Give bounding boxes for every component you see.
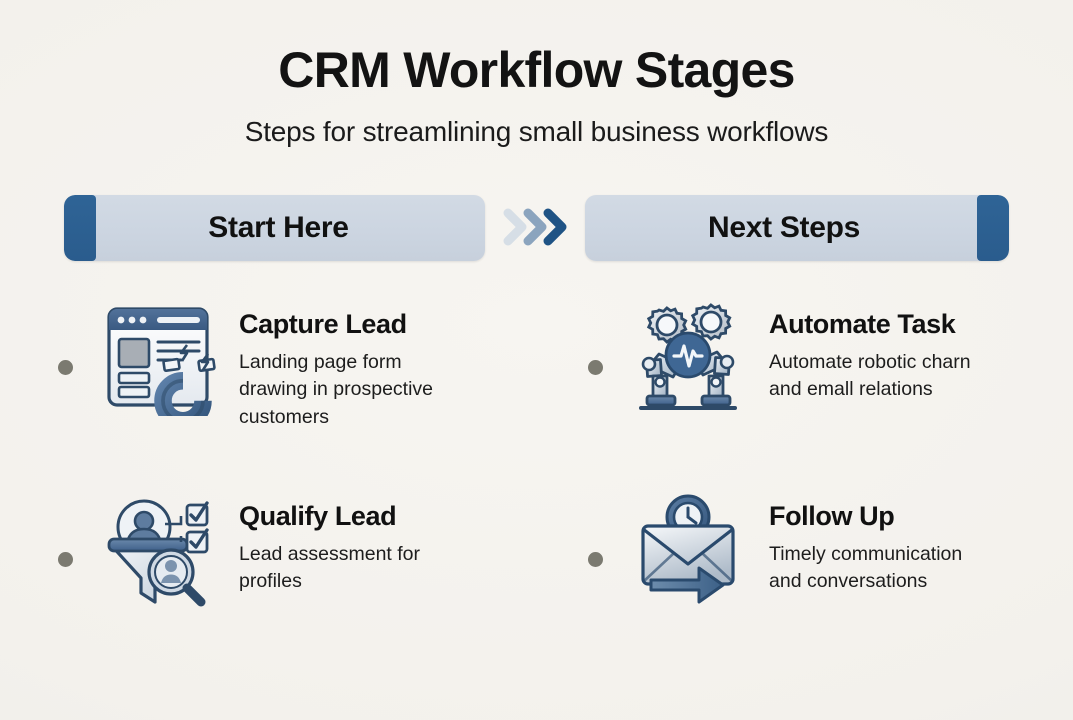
item-description: Lead assessment for profiles (239, 542, 421, 593)
page-title: CRM Workflow Stages (278, 42, 795, 98)
banner-cap-left (64, 195, 96, 261)
list-item[interactable]: Qualify Lead Lead assessment for profile… (58, 484, 478, 614)
item-text-block: Capture Lead Landing page form drawing i… (239, 292, 474, 432)
bullet-dot-icon (58, 552, 73, 567)
funnel-checklist-magnifier-icon (99, 484, 217, 614)
banner-next-steps[interactable]: Next Steps (585, 195, 1009, 261)
item-description: Landing page form drawing in prospective… (239, 350, 434, 429)
item-title: Follow Up (769, 501, 895, 531)
robot-arms-gears-icon (629, 292, 747, 422)
banner-cap-right (977, 195, 1009, 261)
item-description: Timely communication and conversations (769, 542, 963, 593)
envelope-clock-arrow-icon (629, 484, 747, 614)
page-subtitle: Steps for streamlining small business wo… (244, 116, 829, 147)
item-description: Automate robotic charn and emall relatio… (769, 350, 971, 401)
list-item[interactable]: Capture Lead Landing page form drawing i… (58, 292, 478, 432)
item-text-block: Automate Task Automate robotic charn and… (769, 292, 979, 404)
item-title: Capture Lead (239, 309, 407, 339)
banner-row: Start Here Next Steps (0, 195, 1073, 261)
landing-page-magnet-icon (99, 292, 217, 422)
double-chevron-right-icon (500, 196, 576, 258)
item-title: Automate Task (769, 309, 956, 339)
list-item[interactable]: Follow Up Timely communication and conve… (588, 484, 1008, 614)
item-title: Qualify Lead (239, 501, 397, 531)
banner-start-here-label: Start Here (208, 211, 349, 244)
banner-next-steps-label: Next Steps (707, 211, 861, 244)
item-text-block: Qualify Lead Lead assessment for profile… (239, 484, 474, 596)
bullet-dot-icon (588, 360, 603, 375)
banner-start-here[interactable]: Start Here (64, 195, 485, 261)
list-item[interactable]: Automate Task Automate robotic charn and… (588, 292, 1008, 422)
item-text-block: Follow Up Timely communication and conve… (769, 484, 979, 596)
bullet-dot-icon (588, 552, 603, 567)
bullet-dot-icon (58, 360, 73, 375)
